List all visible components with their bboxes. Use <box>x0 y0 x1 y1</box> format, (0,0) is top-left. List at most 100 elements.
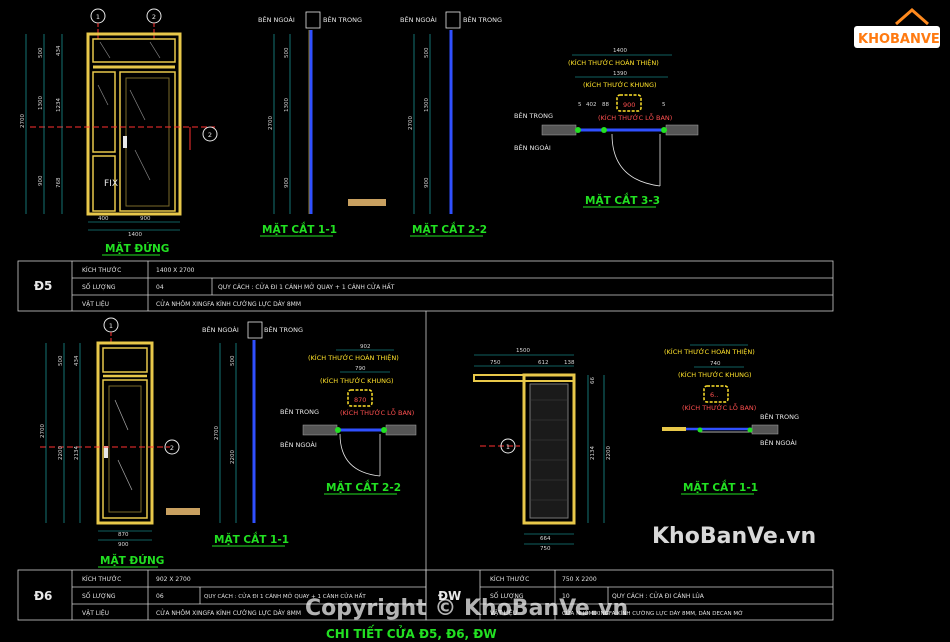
svg-text:BÊN TRONG: BÊN TRONG <box>514 111 553 120</box>
svg-text:1500: 1500 <box>516 348 530 354</box>
svg-text:870: 870 <box>354 396 366 404</box>
svg-text:434: 434 <box>74 355 80 366</box>
watermark-url: KhoBanVe.vn <box>652 524 816 549</box>
svg-text:1: 1 <box>109 322 113 330</box>
svg-text:900: 900 <box>118 542 129 548</box>
table-dw: ĐW KÍCH THƯỚC 750 X 2200 SỐ LƯỢNG 10 QUY… <box>425 569 834 621</box>
svg-text:612: 612 <box>538 360 549 366</box>
section-2-2-title: MẶT CẮT 2-2 <box>412 221 487 236</box>
svg-text:1300: 1300 <box>424 98 430 112</box>
svg-text:750: 750 <box>540 546 551 552</box>
svg-text:BÊN NGOÀI: BÊN NGOÀI <box>258 15 295 24</box>
svg-text:900: 900 <box>140 216 151 222</box>
khobanve-logo: KHOBANVE <box>854 8 940 48</box>
transom-panel <box>92 38 176 63</box>
svg-text:2700: 2700 <box>408 116 414 130</box>
d6-section-2-2: 902 (KÍCH THƯỚC HOÀN THIỆN) 790 (KÍCH TH… <box>280 344 417 495</box>
d5-front-title: MẶT ĐỨNG <box>105 241 169 255</box>
table-d5-code: Đ5 <box>34 279 52 293</box>
svg-text:2: 2 <box>170 444 174 452</box>
svg-text:BÊN TRONG: BÊN TRONG <box>760 412 799 421</box>
svg-text:1400: 1400 <box>613 48 627 54</box>
svg-text:(KÍCH THƯỚC HOÀN THIỆN): (KÍCH THƯỚC HOÀN THIỆN) <box>568 58 659 67</box>
dw-front-elevation: 1500 750 612 138 1 66 2134 2200 664 750 <box>473 348 612 552</box>
svg-text:(KÍCH THƯỚC KHUNG): (KÍCH THƯỚC KHUNG) <box>678 370 752 379</box>
svg-text:VẬT LIỆU: VẬT LIỆU <box>82 300 109 308</box>
table-d5: Đ5 KÍCH THƯỚC 1400 X 2700 SỐ LƯỢNG 04 QU… <box>17 260 834 312</box>
sec33-tag <box>616 94 642 112</box>
svg-text:VẬT LIỆU: VẬT LIỆU <box>82 609 109 617</box>
svg-text:04: 04 <box>156 284 164 291</box>
svg-text:500: 500 <box>230 355 236 366</box>
svg-text:664: 664 <box>540 536 551 542</box>
svg-text:500: 500 <box>38 47 44 58</box>
svg-text:750: 750 <box>490 360 501 366</box>
svg-text:KÍCH THƯỚC: KÍCH THƯỚC <box>82 267 121 274</box>
svg-text:BÊN TRONG: BÊN TRONG <box>323 15 362 24</box>
section-1-1-title: MẶT CẮT 1-1 <box>262 221 337 236</box>
svg-text:2200: 2200 <box>230 450 236 464</box>
svg-text:900: 900 <box>38 175 44 186</box>
axis-marker-1-label: 1 <box>96 13 100 21</box>
svg-text:2: 2 <box>208 131 212 139</box>
svg-text:1300: 1300 <box>284 98 290 112</box>
svg-text:(KÍCH THƯỚC KHUNG): (KÍCH THƯỚC KHUNG) <box>583 80 657 89</box>
svg-text:790: 790 <box>355 366 366 372</box>
svg-text:1: 1 <box>506 443 510 451</box>
svg-text:870: 870 <box>118 532 129 538</box>
svg-text:2200: 2200 <box>606 446 612 460</box>
svg-text:66: 66 <box>590 377 596 384</box>
d6-door-frame <box>96 341 154 525</box>
svg-text:434: 434 <box>56 45 62 56</box>
axis-marker-2-label: 2 <box>152 13 156 21</box>
dw-section-1-1-title: MẶT CẮT 1-1 <box>683 479 758 494</box>
svg-text:(KÍCH THƯỚC KHUNG): (KÍCH THƯỚC KHUNG) <box>320 376 394 385</box>
fix-label: FIX <box>104 179 118 189</box>
svg-text:400: 400 <box>98 216 109 222</box>
svg-text:SỐ LƯỢNG: SỐ LƯỢNG <box>82 283 116 291</box>
svg-text:402: 402 <box>586 102 597 108</box>
dw-section-1-1: (KÍCH THƯỚC HOÀN THIỆN) 740 (KÍCH THƯỚC … <box>662 344 799 495</box>
svg-text:2700: 2700 <box>20 114 26 128</box>
svg-text:1300: 1300 <box>38 96 44 110</box>
d6-front-title: MẶT ĐỨNG <box>100 553 164 567</box>
svg-text:BÊN TRONG: BÊN TRONG <box>463 15 502 24</box>
svg-text:(KÍCH THƯỚC LỖ BAN): (KÍCH THƯỚC LỖ BAN) <box>598 112 672 122</box>
svg-text:06: 06 <box>156 593 164 600</box>
svg-text:1234: 1234 <box>56 98 62 112</box>
d5-section-3-3: 1400 (KÍCH THƯỚC HOÀN THIỆN) 1390 (KÍCH … <box>514 48 699 208</box>
svg-text:900: 900 <box>424 177 430 188</box>
svg-text:900: 900 <box>284 177 290 188</box>
sill-detail <box>348 199 386 206</box>
svg-text:2700: 2700 <box>214 426 220 440</box>
svg-text:768: 768 <box>56 177 62 188</box>
svg-text:902 X 2700: 902 X 2700 <box>156 576 191 583</box>
svg-text:6..: 6.. <box>710 391 718 399</box>
d5-section-2-2: BÊN NGOÀI BÊN TRONG 500 1300 900 2700 MẶ… <box>400 11 502 237</box>
svg-text:750 X 2200: 750 X 2200 <box>562 576 597 583</box>
section-3-3-title: MẶT CẮT 3-3 <box>585 192 660 207</box>
d6-sill-detail <box>166 508 200 515</box>
svg-text:2134: 2134 <box>74 446 80 460</box>
logo-text: KHOBANVE <box>858 32 940 47</box>
svg-text:900: 900 <box>623 101 635 109</box>
svg-text:5: 5 <box>578 102 582 108</box>
svg-text:BÊN NGOÀI: BÊN NGOÀI <box>280 440 317 449</box>
svg-text:CỬA NHÔM XINGFA KÍNH CƯỜNG LỰC: CỬA NHÔM XINGFA KÍNH CƯỜNG LỰC DÀY 8MM <box>156 609 301 617</box>
svg-text:BÊN TRONG: BÊN TRONG <box>280 407 319 416</box>
d6-section-1-1: BÊN NGOÀI BÊN TRONG 500 2200 2700 MẶT CẮ… <box>202 321 303 547</box>
svg-text:CỬA NHÔM XINGFA KÍNH CƯỜNG LỰC: CỬA NHÔM XINGFA KÍNH CƯỜNG LỰC DÀY 8MM, … <box>562 609 743 617</box>
svg-text:KÍCH THƯỚC: KÍCH THƯỚC <box>490 576 529 583</box>
svg-text:BÊN NGOÀI: BÊN NGOÀI <box>760 438 797 447</box>
door-outer-frame <box>86 32 182 216</box>
svg-text:QUY CÁCH : CỬA ĐI CÁNH LÙA: QUY CÁCH : CỬA ĐI CÁNH LÙA <box>612 592 705 600</box>
svg-text:2700: 2700 <box>268 116 274 130</box>
svg-text:(KÍCH THƯỚC HOÀN THIỆN): (KÍCH THƯỚC HOÀN THIỆN) <box>664 347 755 356</box>
svg-text:BÊN NGOÀI: BÊN NGOÀI <box>514 143 551 152</box>
table-dw-code: ĐW <box>438 589 461 603</box>
d5-front-elevation: 1 2 FIX 2 500 1300 900 2700 <box>20 8 218 256</box>
svg-text:QUY CÁCH : CỬA ĐI 1 CÁNH MỞ QU: QUY CÁCH : CỬA ĐI 1 CÁNH MỞ QUAY + 1 CÁN… <box>204 592 366 600</box>
d6-section-2-2-title: MẶT CẮT 2-2 <box>326 479 401 494</box>
